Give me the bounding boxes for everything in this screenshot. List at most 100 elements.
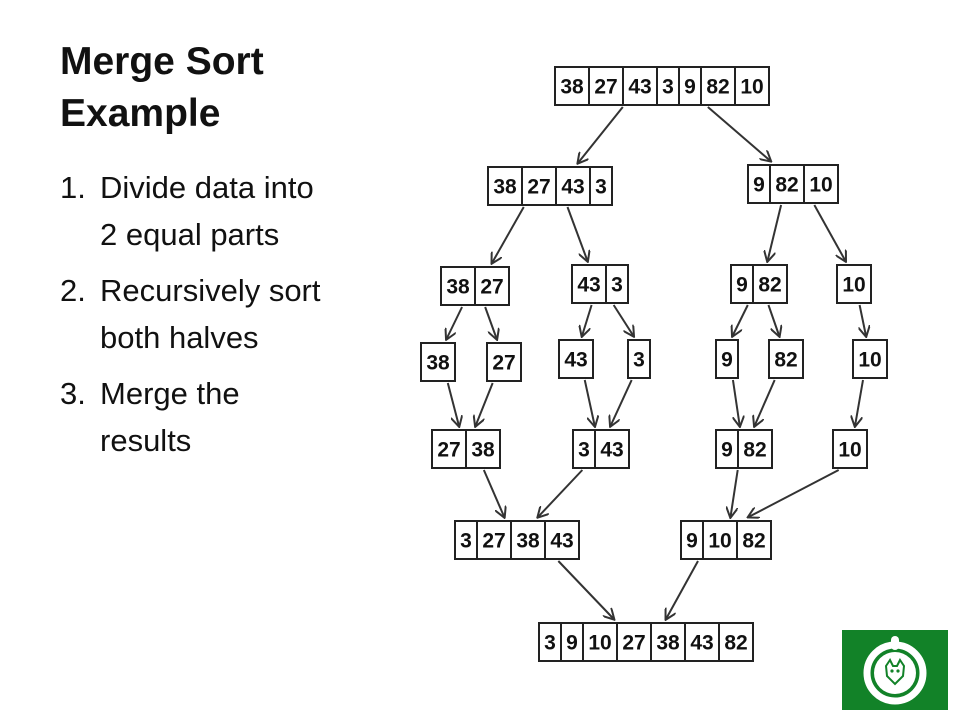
step-number: 1. <box>60 170 86 205</box>
array-value: 38 <box>426 352 450 375</box>
slide-title: Merge Sort Example <box>60 40 264 135</box>
step-number: 3. <box>60 376 86 411</box>
array-node-s7: 10 <box>852 339 888 379</box>
array-cell <box>702 520 738 560</box>
edge-arrow <box>557 560 613 619</box>
array-value: 38 <box>516 530 540 553</box>
array-value: 43 <box>600 439 623 462</box>
array-cell <box>627 339 651 379</box>
array-node-mLR: 3 43 <box>572 429 630 469</box>
array-value: 43 <box>628 76 651 99</box>
edge-arrow <box>476 382 494 426</box>
edge-arrow <box>538 469 584 517</box>
array-cell <box>605 264 629 304</box>
wolf-seal-icon <box>863 636 927 705</box>
array-value: 10 <box>740 76 763 99</box>
edge-arrow <box>446 382 459 426</box>
array-value: 38 <box>560 76 584 99</box>
array-value: 27 <box>492 352 515 375</box>
edge-arrow <box>447 306 463 339</box>
array-cell <box>582 622 618 662</box>
array-value: 10 <box>842 274 865 297</box>
array-cell <box>420 342 456 382</box>
array-value: 9 <box>753 174 765 197</box>
array-value: 43 <box>564 349 587 372</box>
edge-arrow <box>733 304 749 336</box>
array-node-s3: 43 <box>558 339 594 379</box>
array-value: 9 <box>736 274 748 297</box>
array-node-LL: 38 27 <box>440 266 510 306</box>
array-value: 38 <box>446 276 470 299</box>
array-cell <box>465 429 501 469</box>
edge-arrow <box>707 106 771 161</box>
array-cell <box>486 342 522 382</box>
step-number: 2. <box>60 273 86 308</box>
array-value: 38 <box>656 632 680 655</box>
logo <box>842 630 948 710</box>
edge-arrow <box>583 379 595 426</box>
array-value: 10 <box>708 530 731 553</box>
array-node-RR: 10 <box>836 264 872 304</box>
array-cell <box>737 429 773 469</box>
edge-arrow <box>566 206 588 261</box>
array-cell <box>803 164 839 204</box>
array-cell <box>736 520 772 560</box>
edge-arrow <box>767 304 779 336</box>
array-value: 43 <box>690 632 713 655</box>
array-value: 3 <box>633 349 645 372</box>
step-item: 3. Merge the results <box>60 370 360 464</box>
array-node-mRR: 10 <box>832 429 868 469</box>
array-cell <box>718 622 754 662</box>
edge-arrow <box>578 106 624 163</box>
array-value: 27 <box>480 276 503 299</box>
edge-arrow <box>813 204 845 261</box>
array-value: 38 <box>471 439 495 462</box>
array-value: 82 <box>743 439 766 462</box>
array-value: 38 <box>493 176 517 199</box>
edge-arrow <box>749 469 840 517</box>
array-value: 9 <box>721 349 733 372</box>
edge-arrow <box>731 379 740 426</box>
edge-arrow <box>855 379 864 426</box>
edge-arrow <box>755 379 776 426</box>
step-text: Merge the results <box>100 376 240 458</box>
array-value: 3 <box>544 632 556 655</box>
array-cell <box>650 622 686 662</box>
array-value: 27 <box>527 176 550 199</box>
array-cell <box>594 429 630 469</box>
edge-arrow <box>731 469 739 517</box>
array-value: 82 <box>724 632 747 655</box>
array-cell <box>684 622 720 662</box>
array-cell <box>555 166 591 206</box>
array-node-s5: 9 <box>715 339 739 379</box>
edge-arrow <box>484 306 497 339</box>
array-cell <box>474 266 510 306</box>
step-item: 1. Divide data into 2 equal parts <box>60 164 360 258</box>
array-value: 43 <box>561 176 584 199</box>
edge-arrow <box>768 204 783 261</box>
step-text: Divide data into 2 equal parts <box>100 170 314 252</box>
steps-list: 1. Divide data into 2 equal parts 2. Rec… <box>60 164 360 473</box>
array-cell <box>715 339 739 379</box>
array-value: 82 <box>706 76 729 99</box>
array-value: 3 <box>578 439 590 462</box>
array-node-s6: 82 <box>768 339 804 379</box>
array-value: 27 <box>437 439 460 462</box>
array-cell <box>734 66 770 106</box>
array-value: 27 <box>482 530 505 553</box>
array-value: 3 <box>611 274 623 297</box>
array-value: 43 <box>550 530 573 553</box>
array-cell <box>836 264 872 304</box>
array-cell <box>616 622 652 662</box>
array-cell <box>832 429 868 469</box>
edge-arrow <box>492 206 525 263</box>
array-node-mLL: 27 38 <box>431 429 501 469</box>
edge-arrow <box>582 304 593 336</box>
array-value: 82 <box>742 530 765 553</box>
